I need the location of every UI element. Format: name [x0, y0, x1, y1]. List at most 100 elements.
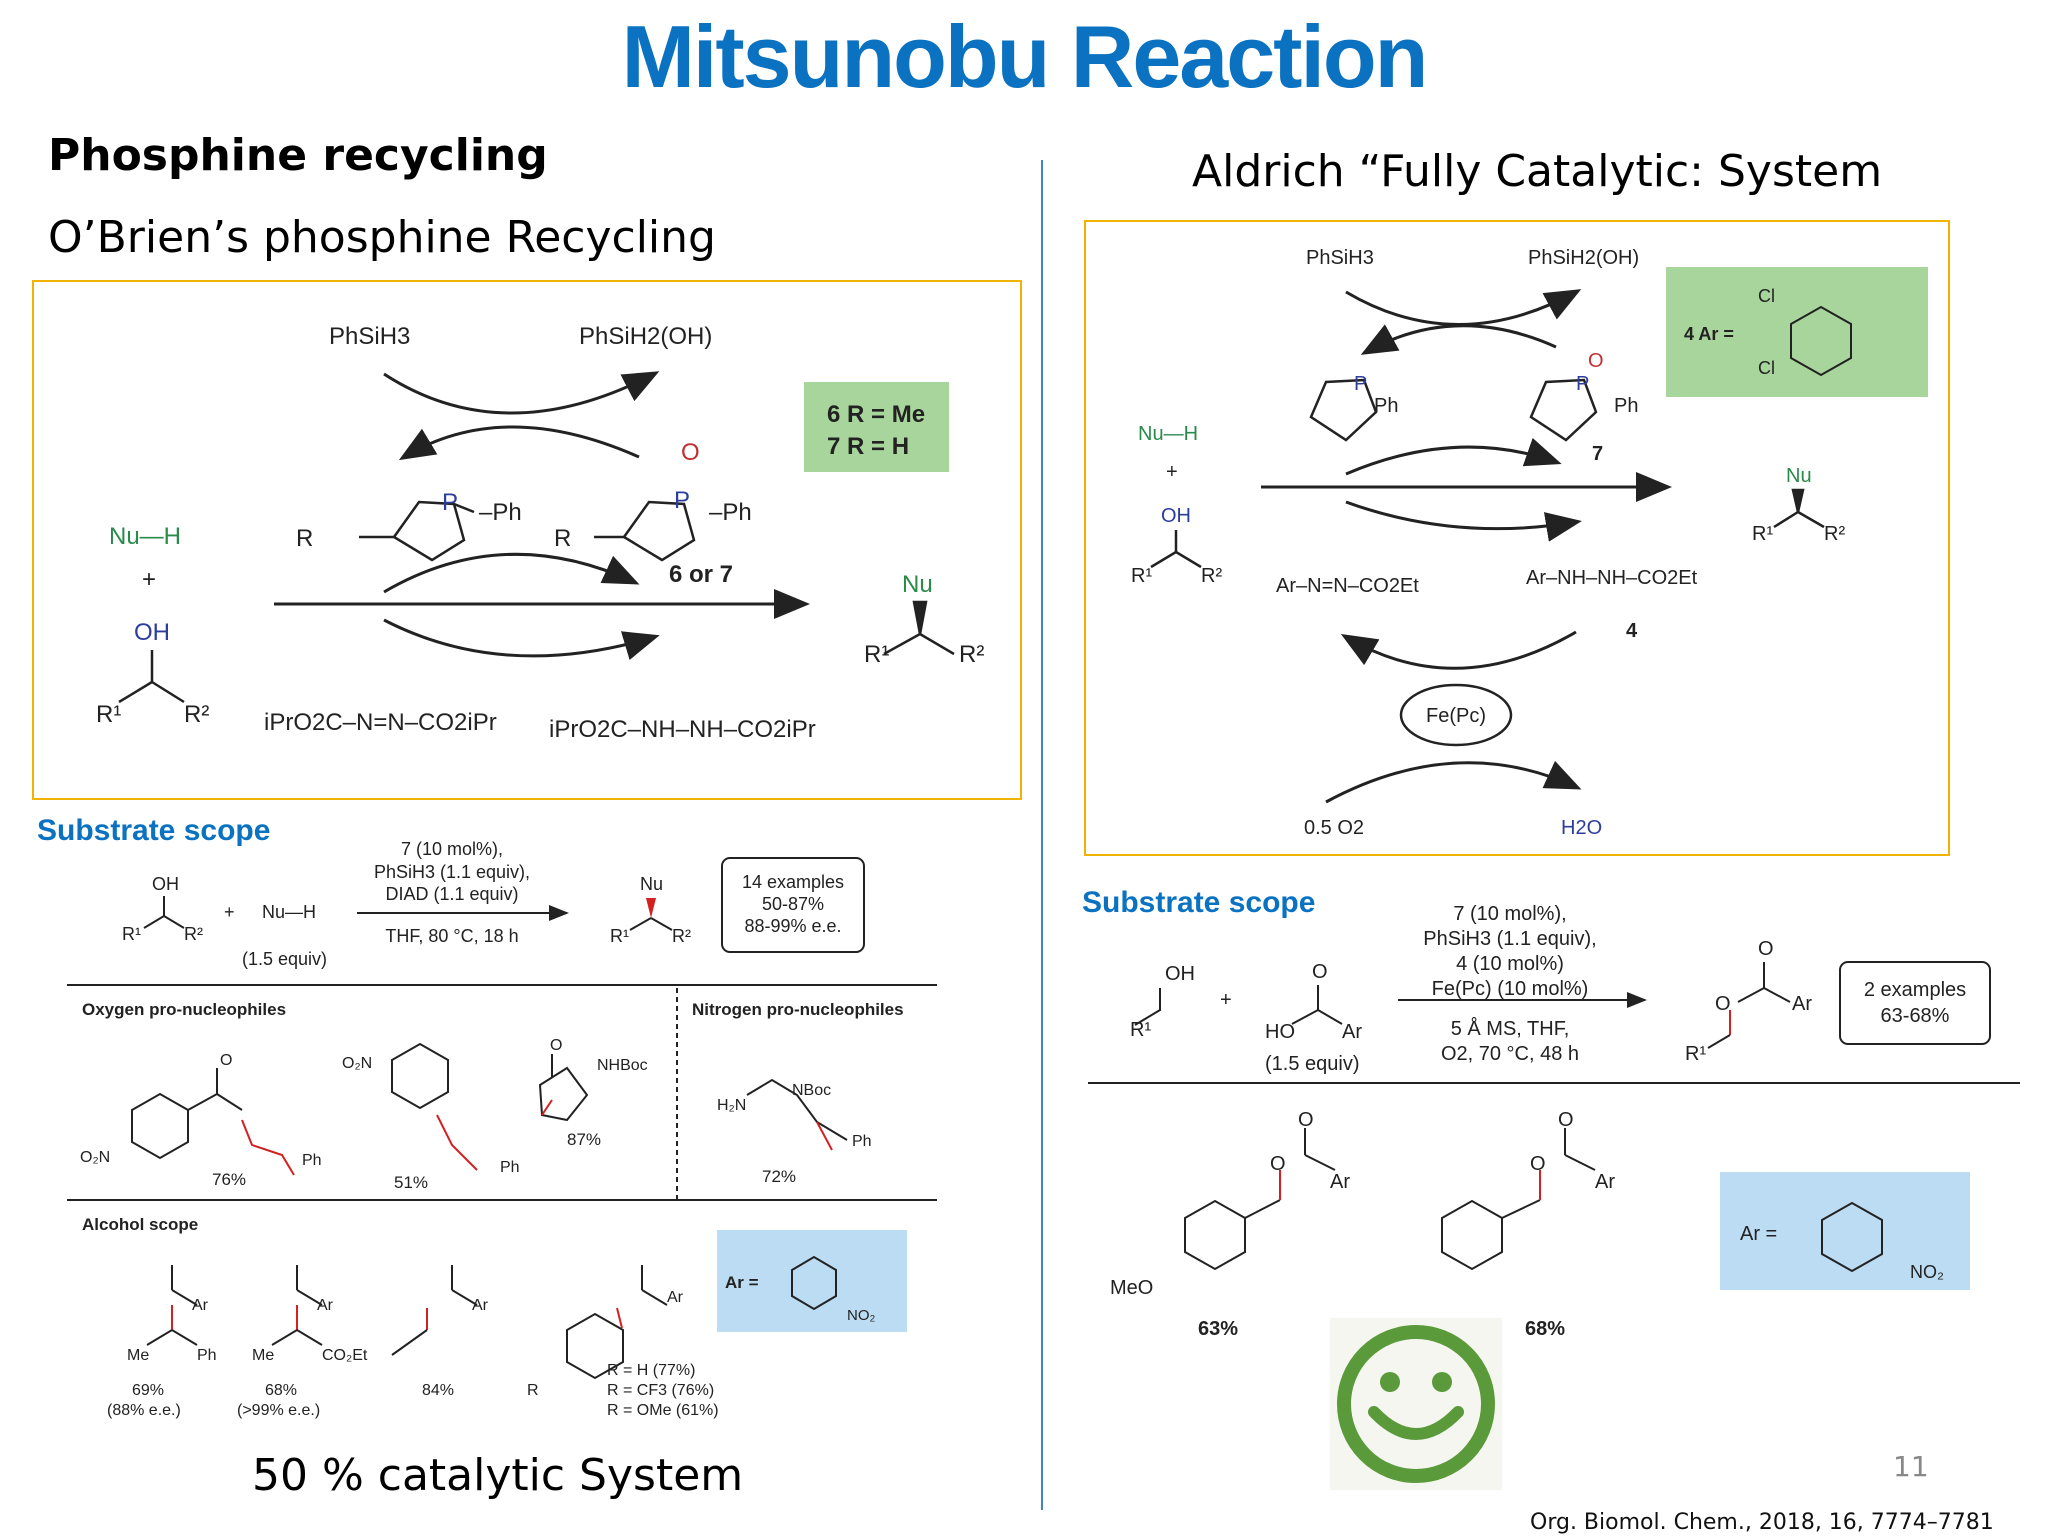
svg-text:NHBoc: NHBoc: [597, 1057, 648, 1074]
svg-text:+: +: [1166, 461, 1178, 483]
svg-text:Fe(Pc): Fe(Pc): [1426, 705, 1486, 727]
svg-text:Ar: Ar: [192, 1297, 209, 1314]
svg-text:(1.5 equiv): (1.5 equiv): [1265, 1053, 1360, 1075]
svg-text:7 R = H: 7 R = H: [827, 433, 909, 460]
left-heading: Phosphine recycling: [48, 130, 548, 181]
svg-text:P: P: [674, 487, 690, 514]
svg-text:63%: 63%: [1198, 1318, 1238, 1340]
nitrogen-header: Nitrogen pro-nucleophiles: [692, 1000, 904, 1019]
svg-text:Cl: Cl: [1758, 358, 1775, 378]
svg-text:–Ph: –Ph: [479, 499, 522, 526]
svg-text:51%: 51%: [394, 1173, 428, 1192]
alcohol-structures: [146, 1265, 668, 1380]
svg-text:NBoc: NBoc: [792, 1082, 831, 1099]
right-catalytic-scheme: PhSiH3 PhSiH2(OH) P Ph P Ph O 7 4 Ar = C…: [1131, 247, 1928, 839]
svg-text:72%: 72%: [762, 1167, 796, 1186]
svg-text:68%: 68%: [1525, 1318, 1565, 1340]
silanol-label: PhSiH2(OH): [579, 323, 712, 350]
svg-text:R²: R²: [184, 701, 209, 728]
catalyst-label: 6 or 7: [669, 561, 733, 588]
svg-text:Ar =: Ar =: [1740, 1223, 1777, 1245]
svg-text:R = H (77%): R = H (77%): [607, 1362, 695, 1379]
svg-text:O: O: [1588, 350, 1604, 372]
svg-text:R¹: R¹: [1685, 1043, 1706, 1065]
svg-text:14 examples: 14 examples: [742, 872, 844, 892]
svg-text:THF, 80 °C, 18 h: THF, 80 °C, 18 h: [385, 926, 518, 946]
svg-text:6 R = Me: 6 R = Me: [827, 401, 925, 428]
svg-text:R¹: R¹: [122, 924, 141, 944]
svg-text:50-87%: 50-87%: [762, 894, 824, 914]
nucleophile-label: Nu—H: [109, 523, 181, 550]
svg-text:2 examples: 2 examples: [1864, 979, 1966, 1001]
svg-text:76%: 76%: [212, 1170, 246, 1189]
svg-text:–Ph: –Ph: [709, 499, 752, 526]
svg-text:O: O: [1298, 1109, 1314, 1131]
hydrazine-product: iPrO2C–NH–NH–CO2iPr: [549, 716, 816, 743]
svg-text:Ph: Ph: [197, 1347, 217, 1364]
svg-text:PhSiH2(OH): PhSiH2(OH): [1528, 247, 1639, 269]
svg-text:O2, 70 °C, 48 h: O2, 70 °C, 48 h: [1441, 1043, 1579, 1065]
svg-text:R: R: [296, 525, 313, 552]
svg-text:H2O: H2O: [1561, 817, 1602, 839]
phospholane-left: [359, 500, 475, 562]
svg-text:R²: R²: [1824, 523, 1845, 545]
ar-definition-box: [717, 1230, 907, 1332]
svg-text:R²: R²: [1201, 565, 1222, 587]
svg-text:7: 7: [1592, 443, 1603, 465]
ar-badge-green: [1666, 267, 1928, 397]
svg-text:HO: HO: [1265, 1021, 1295, 1043]
svg-text:Ar: Ar: [1792, 993, 1812, 1015]
svg-text:OH: OH: [1161, 505, 1191, 527]
svg-text:OH: OH: [134, 619, 170, 646]
svg-text:O₂N: O₂N: [80, 1149, 110, 1166]
alcohol-header: Alcohol scope: [82, 1215, 198, 1234]
svg-text:PhSiH3 (1.1 equiv),: PhSiH3 (1.1 equiv),: [374, 862, 530, 882]
svg-text:O: O: [1715, 993, 1731, 1015]
svg-text:O: O: [1312, 961, 1328, 983]
svg-text:O: O: [220, 1052, 232, 1069]
left-summary-box: [721, 857, 865, 953]
svg-text:PhSiH3: PhSiH3: [1306, 247, 1374, 269]
example-methoxybenzyl: [1184, 1128, 1336, 1271]
svg-text:O: O: [1530, 1153, 1546, 1175]
svg-text:Ar: Ar: [472, 1297, 489, 1314]
svg-text:84%: 84%: [422, 1382, 454, 1399]
reduction-arc: [383, 371, 660, 415]
svg-text:O: O: [1558, 1109, 1574, 1131]
svg-text:68%: 68%: [265, 1382, 297, 1399]
svg-text:Me: Me: [252, 1347, 274, 1364]
oxygen-structures: [131, 1042, 848, 1176]
azo-reagent: iPrO2C–N=N–CO2iPr: [264, 709, 497, 736]
silane-label: PhSiH3: [329, 323, 410, 350]
svg-text:Ar: Ar: [1330, 1171, 1350, 1193]
svg-text:Nu: Nu: [640, 874, 663, 894]
svg-text:R¹: R¹: [864, 641, 889, 668]
svg-text:R = OMe (61%): R = OMe (61%): [607, 1402, 719, 1419]
svg-text:Ar–NH–NH–CO2Et: Ar–NH–NH–CO2Et: [1526, 567, 1698, 589]
svg-text:DIAD (1.1 equiv): DIAD (1.1 equiv): [385, 884, 518, 904]
right-heading: Aldrich “Fully Catalytic: System: [1192, 146, 1883, 197]
phospholane-oxide: [594, 500, 696, 562]
left-scheme-box: PhSiH3 PhSiH2(OH) R P –Ph R P –Ph O 6 or…: [32, 280, 1022, 800]
page-number: 11: [1893, 1450, 1929, 1483]
svg-text:OH: OH: [1165, 963, 1195, 985]
svg-text:R¹: R¹: [96, 701, 121, 728]
svg-text:Fe(Pc) (10 mol%): Fe(Pc) (10 mol%): [1432, 978, 1589, 1000]
svg-text:CO₂Et: CO₂Et: [322, 1347, 368, 1364]
svg-text:Ar: Ar: [317, 1297, 334, 1314]
svg-text:PhSiH3 (1.1 equiv),: PhSiH3 (1.1 equiv),: [1423, 928, 1596, 950]
svg-text:NO₂: NO₂: [847, 1307, 876, 1324]
svg-text:Ar: Ar: [1342, 1021, 1362, 1043]
svg-text:Ph: Ph: [500, 1159, 520, 1176]
return-arc: [398, 425, 640, 461]
svg-text:88-99% e.e.: 88-99% e.e.: [744, 916, 841, 936]
left-catalytic-scheme: PhSiH3 PhSiH2(OH) R P –Ph R P –Ph O 6 or…: [96, 323, 984, 743]
svg-text:O: O: [1758, 938, 1774, 960]
svg-text:P: P: [442, 489, 458, 516]
nu-equiv: (1.5 equiv): [242, 949, 327, 969]
svg-text:+: +: [1220, 989, 1232, 1011]
svg-text:Ph: Ph: [1374, 395, 1398, 417]
alcohol-skeleton: [118, 650, 185, 704]
svg-text:P: P: [1354, 373, 1367, 395]
column-divider: [1041, 160, 1043, 1510]
